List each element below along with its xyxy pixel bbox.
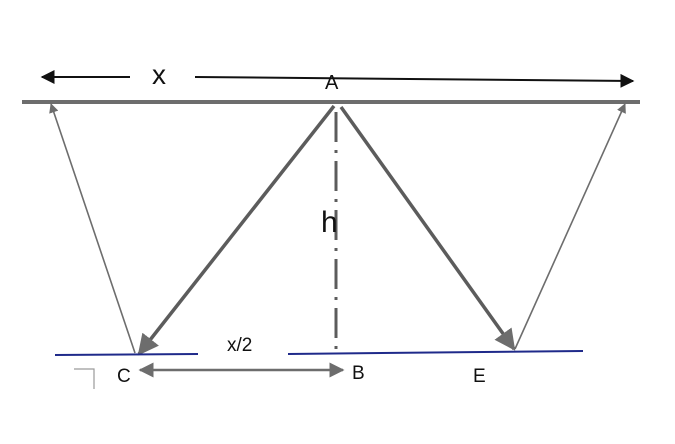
- ray-a-to-e: [339, 105, 516, 351]
- ray-c-to-top-left: [49, 103, 136, 354]
- label-e: E: [473, 366, 486, 387]
- ground-line-right: [287, 350, 584, 355]
- ray-e-to-top-right: [514, 103, 626, 350]
- ray-a-to-c: [137, 104, 336, 356]
- label-c: C: [117, 366, 131, 387]
- label-b: B: [352, 363, 365, 384]
- width-arrow-right: [194, 73, 635, 88]
- label-x-half: x/2: [227, 335, 252, 356]
- ground-line-left: [54, 353, 199, 356]
- corner-mark: [74, 368, 95, 389]
- label-h: h: [321, 206, 338, 239]
- label-x: x: [152, 59, 166, 90]
- label-a: A: [325, 72, 339, 94]
